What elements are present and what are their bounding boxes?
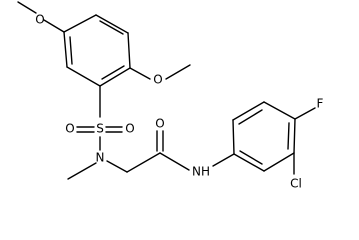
sulfonyl-oxygen-left: O [65, 122, 74, 136]
methoxy-right [129, 64, 191, 80]
methoxy-right-oxygen: O [153, 73, 162, 87]
fluorine-atom: F [317, 97, 324, 111]
sulfonyl-oxygen-right: O [125, 122, 134, 136]
sulfonyl-bonds [76, 126, 123, 133]
methoxy-top [17, 1, 65, 33]
chlorine-atom: Cl [290, 177, 302, 191]
n-methyl-bond [67, 162, 97, 180]
carbonyl-oxygen: O [155, 117, 164, 131]
sulfonamide-nitrogen: N [96, 151, 105, 165]
atom-labels: O O S O O N O NH Cl F [35, 13, 323, 191]
molecule-structure: O O S O O N O NH Cl F [17, 1, 324, 191]
glycinamide-chain [106, 130, 235, 173]
sulfur-atom: S [96, 122, 104, 136]
fluorine-bond [294, 107, 316, 120]
dimethoxyphenyl-ring [63, 14, 131, 87]
amide-nh: NH [192, 165, 210, 179]
methoxy-top-oxygen: O [35, 13, 44, 27]
chlorofluorophenyl-ring [232, 101, 296, 172]
